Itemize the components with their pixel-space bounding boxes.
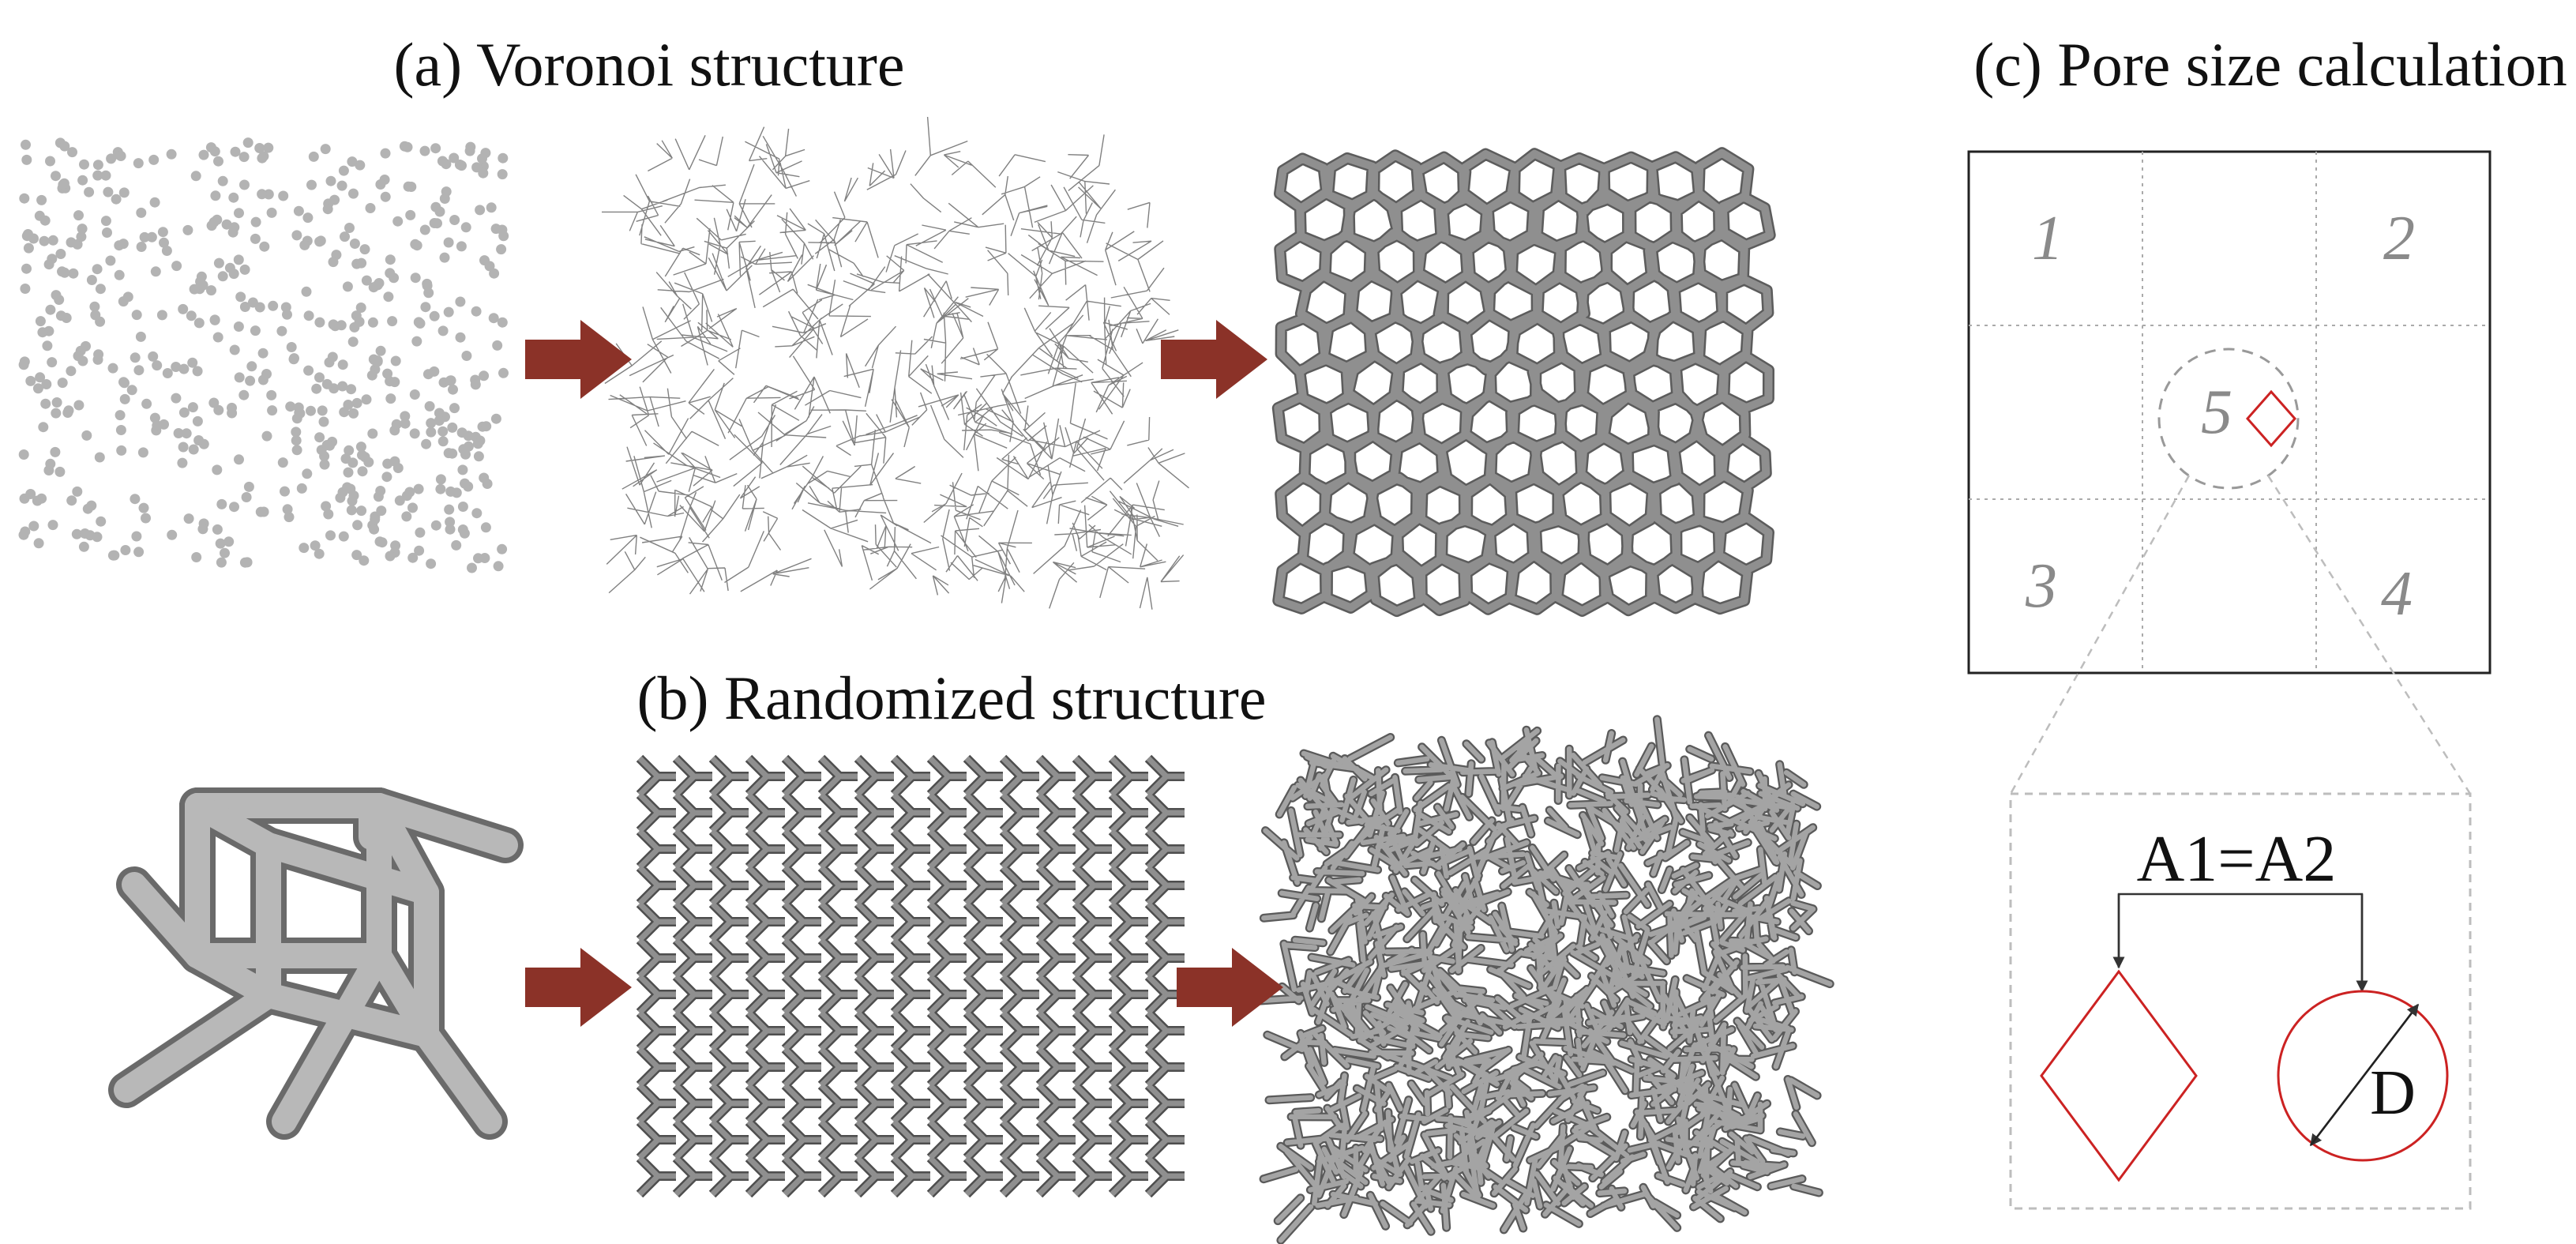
voronoi-solid-lattice-icon bbox=[1271, 147, 1777, 618]
pore-grid-frame bbox=[1967, 150, 2492, 675]
process-arrow-icon bbox=[1177, 948, 1283, 1027]
panel-c-title: (c) Pore size calculation bbox=[1973, 30, 2567, 99]
periodic-lattice-icon bbox=[632, 746, 1185, 1198]
process-arrow-icon bbox=[1161, 320, 1267, 399]
cell-number: 4 bbox=[2381, 559, 2413, 629]
voronoi-wireframe-icon bbox=[602, 116, 1189, 610]
diameter-label: D bbox=[2370, 1058, 2416, 1128]
cell-number: 3 bbox=[2025, 551, 2057, 621]
cell-number: 5 bbox=[2201, 378, 2232, 447]
zoom-circle bbox=[2157, 348, 2300, 490]
diameter-arrow bbox=[2310, 1003, 2419, 1146]
zoom-box bbox=[2009, 792, 2472, 1210]
panel-a-title: (a) Voronoi structure bbox=[394, 30, 905, 99]
process-arrow-icon bbox=[525, 948, 632, 1027]
seed-points-icon bbox=[18, 137, 509, 573]
zoom-connector-line bbox=[2009, 475, 2191, 795]
pore-diamond bbox=[2040, 969, 2198, 1182]
equation-bracket bbox=[2117, 893, 2364, 991]
equivalent-circle bbox=[2277, 990, 2449, 1162]
randomized-lattice-icon bbox=[1254, 715, 1834, 1244]
cell-number: 1 bbox=[2032, 204, 2063, 273]
process-arrow-icon bbox=[525, 320, 632, 399]
unit-cell-icon bbox=[108, 787, 524, 1140]
panel-b-title: (b) Randomized structure bbox=[636, 663, 1266, 732]
cell-number: 2 bbox=[2383, 204, 2415, 273]
pore-diamond-small bbox=[2245, 389, 2297, 448]
pore-grid-lines bbox=[1969, 152, 2490, 673]
pore-size-diagram: 1 2 5 3 4 A1=A2 D bbox=[1967, 150, 2492, 1210]
zoom-connector-line bbox=[2266, 475, 2472, 795]
area-equation: A1=A2 bbox=[2137, 822, 2337, 896]
